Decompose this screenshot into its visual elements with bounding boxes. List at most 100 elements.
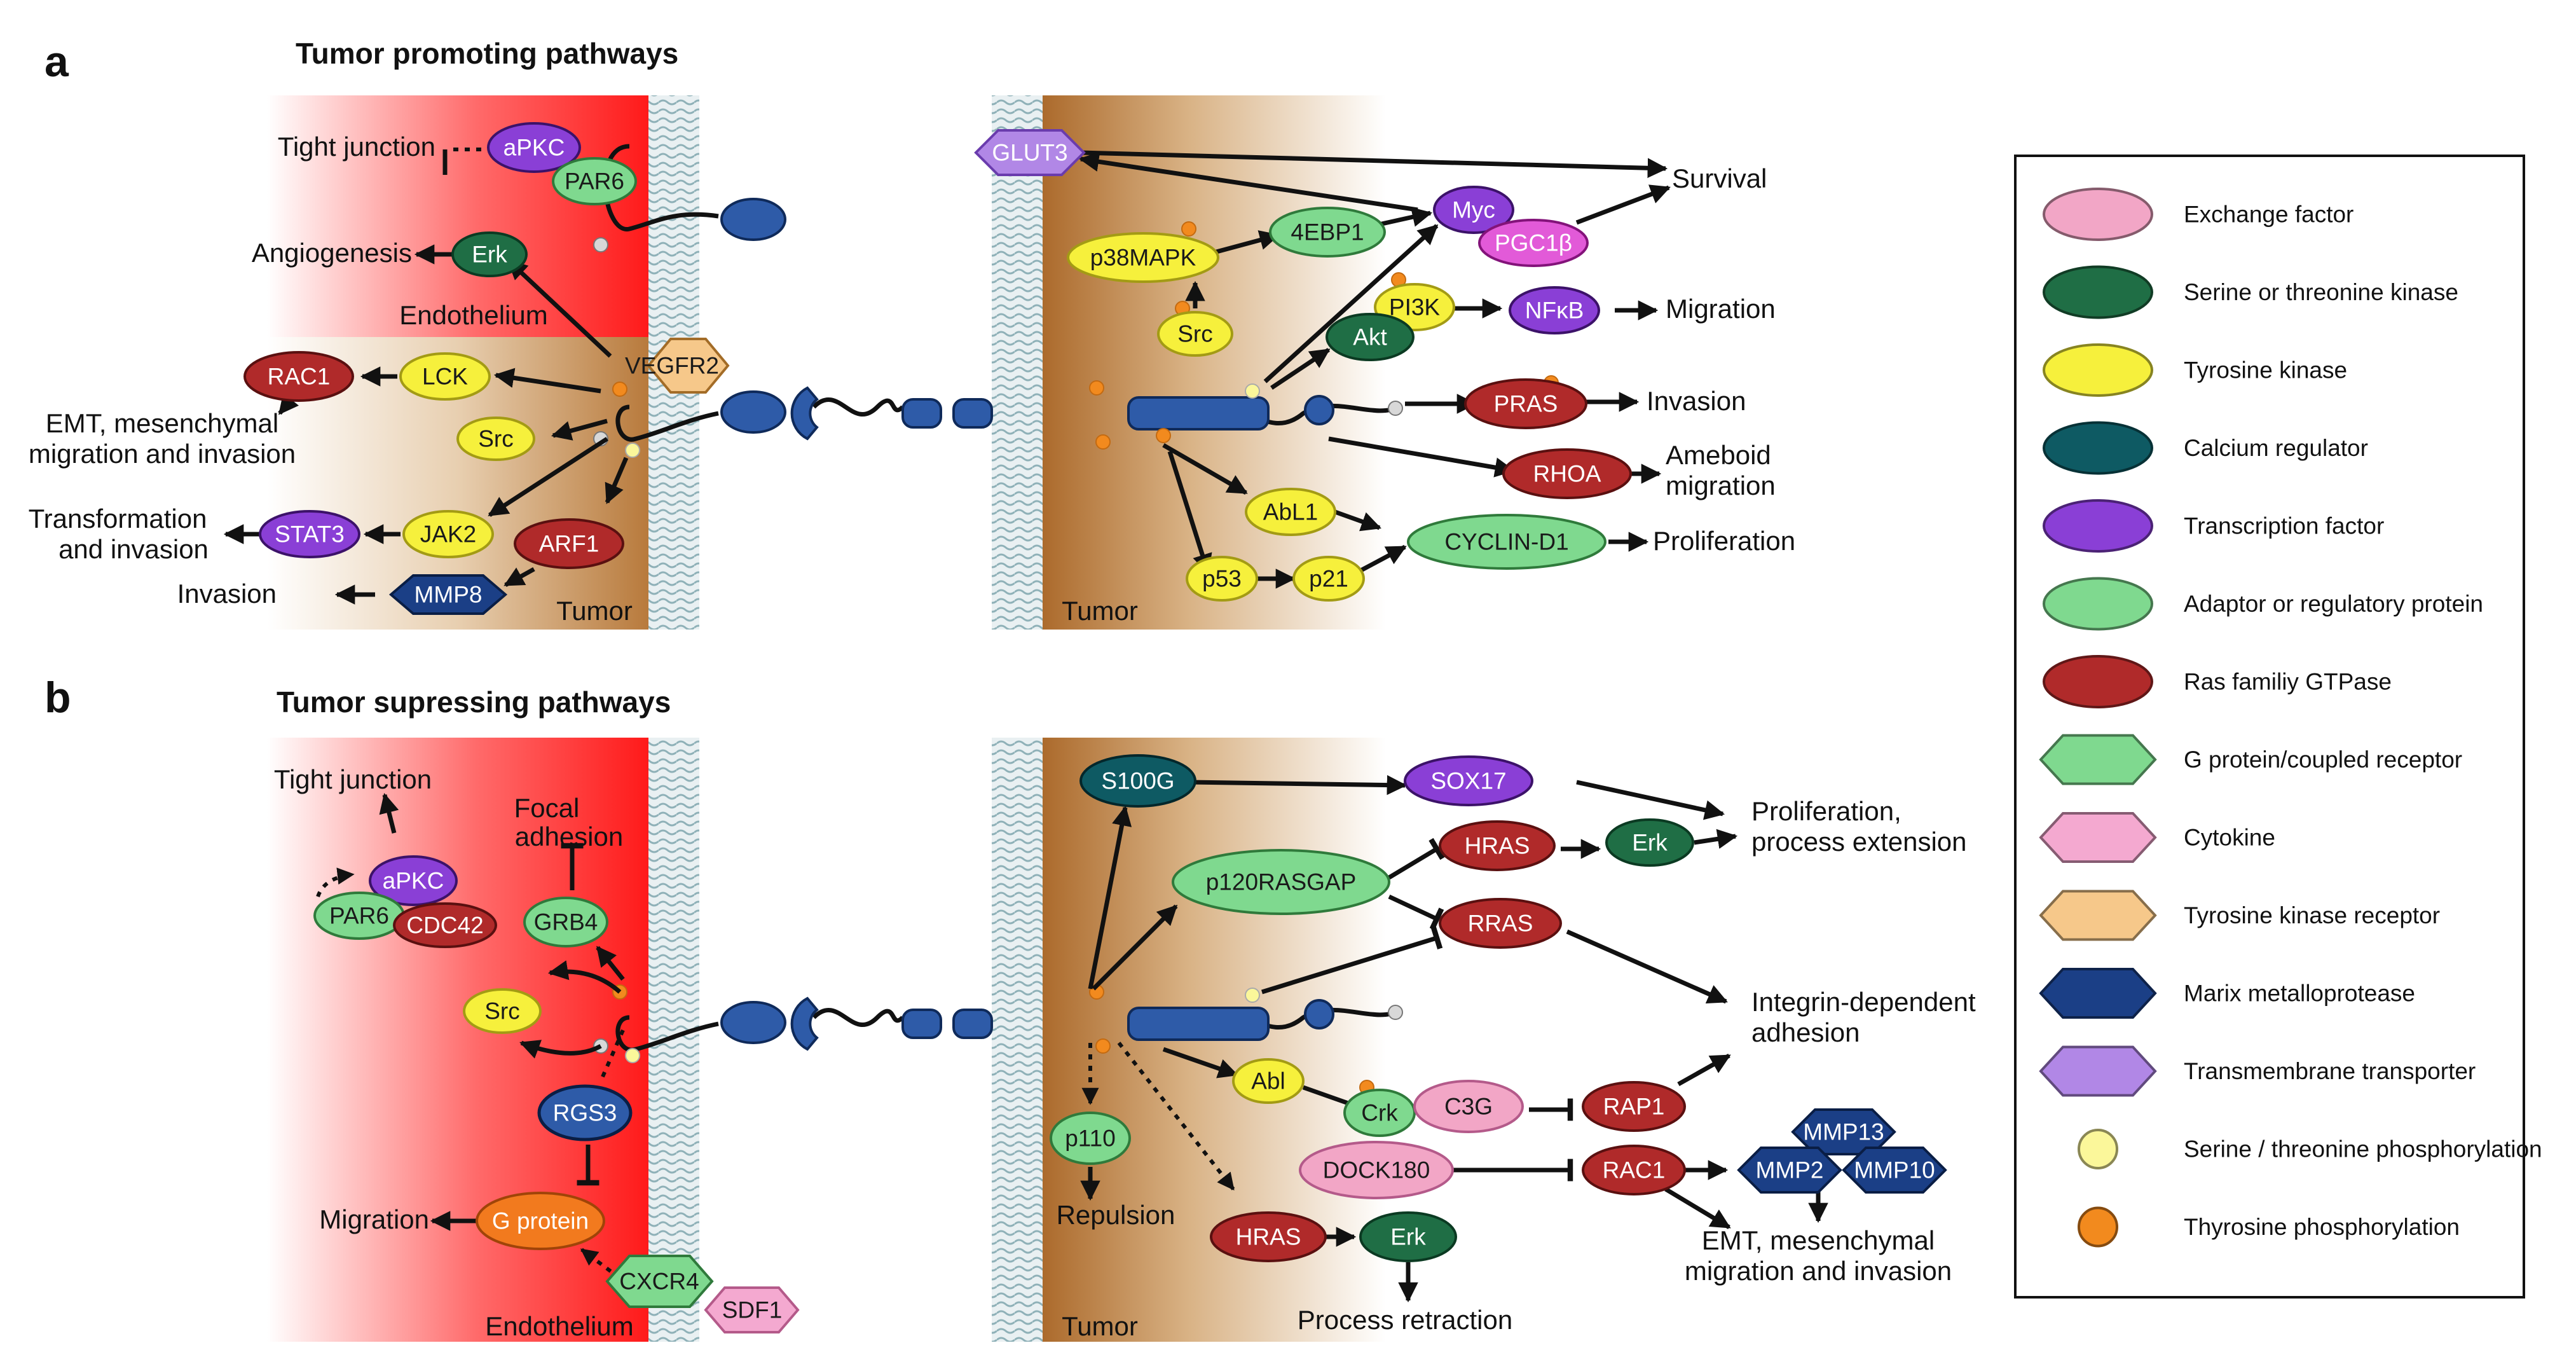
legend-swatch bbox=[2043, 577, 2153, 631]
legend-label: Transmembrane transporter bbox=[2184, 1058, 2476, 1084]
panel-b-background bbox=[267, 738, 1386, 1342]
node-grb4: GRB4 bbox=[523, 897, 608, 947]
node-arf1: ARF1 bbox=[514, 518, 624, 569]
label-tight-junction-b: Tight junction bbox=[274, 764, 432, 794]
svg-text:C3G: C3G bbox=[1444, 1094, 1493, 1120]
node-pgc1b: PGC1β bbox=[1478, 219, 1589, 267]
svg-text:RGS3: RGS3 bbox=[553, 1100, 617, 1126]
legend-item: Tyrosine kinase receptor bbox=[2039, 890, 2440, 941]
node-mmp13: MMP13 bbox=[1791, 1108, 1896, 1155]
label-survival: Survival bbox=[1672, 163, 1767, 193]
legend-item: Exchange factor bbox=[2043, 188, 2353, 241]
tumor-label-a-left: Tumor bbox=[556, 596, 633, 626]
legend-label: Tyrosine kinase receptor bbox=[2184, 902, 2440, 928]
svg-text:LCK: LCK bbox=[422, 364, 468, 390]
legend-item: Thyrosine phosphorylation bbox=[2078, 1206, 2460, 1248]
svg-text:RHOA: RHOA bbox=[1533, 461, 1601, 487]
panel-b-title: Tumor supressing pathways bbox=[277, 685, 671, 719]
label-angiogenesis: Angiogenesis bbox=[252, 238, 412, 268]
node-apkc-a: aPKC bbox=[487, 122, 581, 173]
node-crk: Crk bbox=[1343, 1089, 1416, 1137]
svg-text:PI3K: PI3K bbox=[1389, 294, 1441, 320]
svg-text:Crk: Crk bbox=[1361, 1100, 1398, 1126]
node-g-protein: G protein bbox=[476, 1192, 605, 1250]
svg-text:MMP8: MMP8 bbox=[414, 582, 483, 608]
label-emt-a-2: migration and invasion bbox=[29, 439, 296, 469]
svg-text:aPKC: aPKC bbox=[504, 135, 565, 161]
svg-text:SOX17: SOX17 bbox=[1430, 768, 1506, 794]
node-sox17: SOX17 bbox=[1404, 755, 1533, 806]
node-rac1-b: RAC1 bbox=[1582, 1145, 1686, 1195]
panel-a-arrows bbox=[223, 148, 1671, 605]
tumor-label-b-right: Tumor bbox=[1062, 1311, 1138, 1341]
legend-item: Calcium regulator bbox=[2043, 421, 2368, 475]
svg-text:p120RASGAP: p120RASGAP bbox=[1206, 869, 1357, 895]
node-abl: Abl bbox=[1232, 1058, 1305, 1104]
label-integrin-1: Integrin-dependent bbox=[1751, 987, 1976, 1017]
label-retraction: Process retraction bbox=[1298, 1305, 1512, 1335]
node-par6-a: PAR6 bbox=[552, 157, 637, 205]
legend-swatch bbox=[2078, 1206, 2118, 1248]
legend-swatch bbox=[2043, 343, 2153, 397]
legend-item: Tyrosine kinase bbox=[2043, 343, 2347, 397]
legend-label: Marix metalloprotease bbox=[2184, 981, 2415, 1007]
legend-item: Adaptor or regulatory protein bbox=[2043, 577, 2483, 631]
label-transformation-1: Transformation bbox=[29, 504, 207, 534]
tumor-region-a-right bbox=[1030, 95, 1386, 630]
node-c3g: C3G bbox=[1413, 1080, 1524, 1133]
panel-b-arrows bbox=[316, 775, 1828, 1303]
svg-text:NFκB: NFκB bbox=[1525, 298, 1584, 324]
svg-text:PAR6: PAR6 bbox=[565, 169, 624, 195]
svg-text:4EBP1: 4EBP1 bbox=[1291, 219, 1364, 245]
legend-item: Cytokine bbox=[2039, 812, 2275, 863]
legend-label: Serine / threonine phosphorylation bbox=[2184, 1136, 2542, 1162]
node-rhoa: RHOA bbox=[1502, 448, 1632, 499]
legend-label: Tyrosine kinase bbox=[2184, 357, 2347, 383]
node-p110: p110 bbox=[1050, 1112, 1131, 1165]
svg-text:MMP2: MMP2 bbox=[1756, 1157, 1824, 1183]
svg-text:G protein: G protein bbox=[492, 1208, 589, 1234]
legend-label: Cytokine bbox=[2184, 825, 2275, 851]
legend-box bbox=[2014, 155, 2525, 1299]
node-abl1: AbL1 bbox=[1245, 488, 1336, 536]
legend-label: Transcription factor bbox=[2184, 513, 2384, 539]
svg-text:Akt: Akt bbox=[1353, 324, 1387, 350]
label-focal-2: adhesion bbox=[515, 822, 623, 851]
node-glut3: GLUT3 bbox=[974, 129, 1086, 176]
label-repulsion: Repulsion bbox=[1057, 1200, 1175, 1230]
label-invasion-left: Invasion bbox=[177, 579, 277, 609]
svg-text:GRB4: GRB4 bbox=[534, 909, 598, 935]
label-emt-b-2: migration and invasion bbox=[1685, 1256, 1952, 1286]
legend-item: Marix metalloprotease bbox=[2039, 968, 2415, 1019]
panel-a-labels: Tight junction Angiogenesis EMT, mesench… bbox=[29, 132, 1796, 609]
label-migration-b: Migration bbox=[319, 1204, 429, 1234]
node-rap1: RAP1 bbox=[1582, 1081, 1686, 1132]
panel-a-nodes: aPKC PAR6 Erk VEGFR2 RAC1 LCK Src bbox=[243, 122, 1632, 615]
panel-b-labels: Tight junction Focal adhesion Migration … bbox=[274, 764, 1976, 1335]
node-erk-a: Erk bbox=[451, 231, 528, 277]
legend-swatch bbox=[2078, 1129, 2118, 1169]
svg-text:aPKC: aPKC bbox=[383, 868, 444, 894]
label-ameboid-1: Ameboid bbox=[1666, 440, 1771, 470]
svg-text:Erk: Erk bbox=[472, 242, 507, 268]
node-p53: p53 bbox=[1186, 556, 1258, 602]
label-focal-1: Focal bbox=[514, 793, 580, 823]
legend-swatch bbox=[2039, 968, 2157, 1019]
label-proliferation: Proliferation bbox=[1653, 526, 1795, 556]
svg-text:p110: p110 bbox=[1065, 1126, 1116, 1152]
label-emt-a-1: EMT, mesenchymal bbox=[46, 408, 278, 438]
svg-text:GLUT3: GLUT3 bbox=[992, 140, 1067, 166]
svg-text:MMP13: MMP13 bbox=[1803, 1119, 1884, 1145]
svg-text:RRAS: RRAS bbox=[1468, 911, 1533, 937]
svg-text:DOCK180: DOCK180 bbox=[1323, 1157, 1430, 1183]
receptor-blobs bbox=[720, 198, 1334, 1051]
svg-text:Erk: Erk bbox=[1390, 1224, 1426, 1250]
label-emt-b-1: EMT, mesenchymal bbox=[1702, 1225, 1935, 1255]
legend-swatch bbox=[2039, 734, 2157, 785]
legend-swatch bbox=[2043, 265, 2153, 319]
node-p21: p21 bbox=[1292, 556, 1365, 602]
node-src-a: Src bbox=[456, 417, 535, 461]
legend-item: Serine / threonine phosphorylation bbox=[2078, 1129, 2542, 1169]
endothelium-label-a: Endothelium bbox=[399, 300, 547, 330]
legend-label: Calcium regulator bbox=[2184, 435, 2368, 461]
